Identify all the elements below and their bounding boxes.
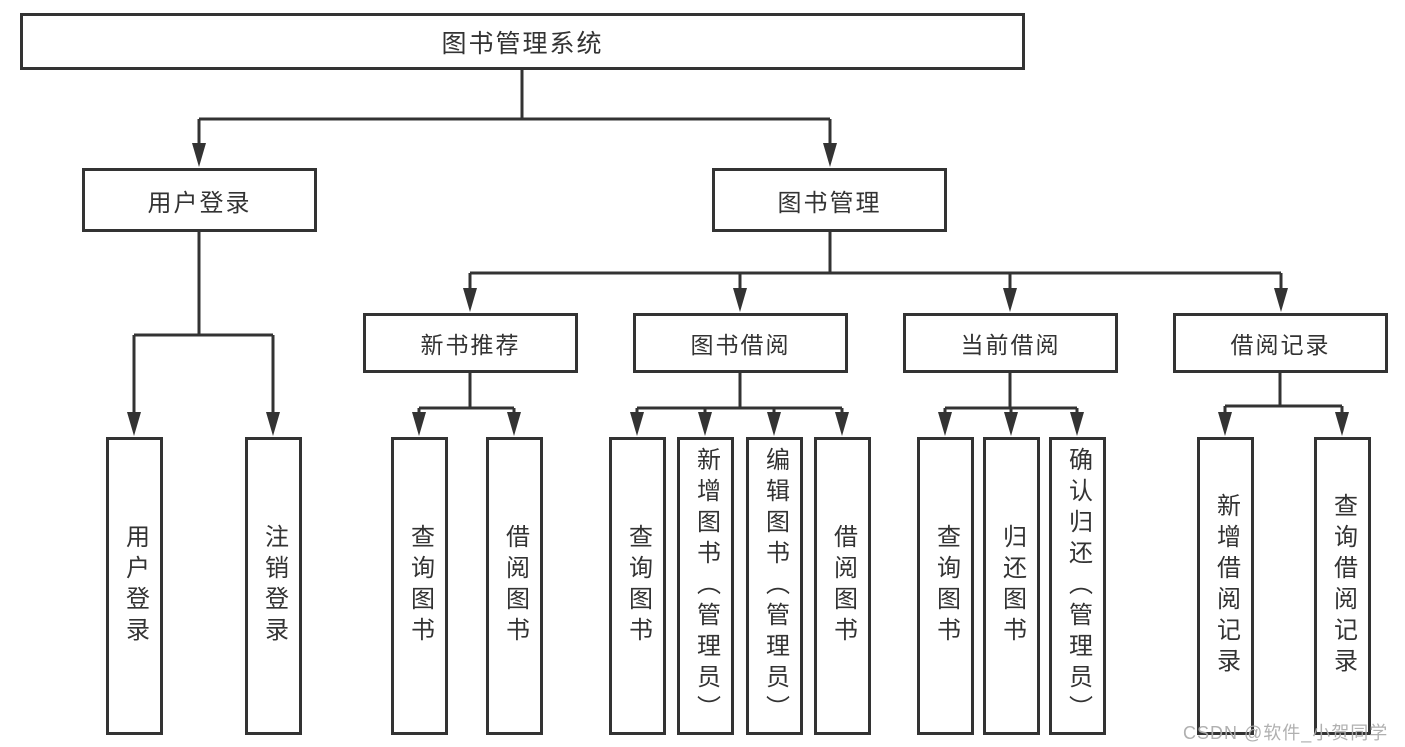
node-library-management-system: 图书管理系统	[20, 13, 1025, 70]
leaf-query-borrow-record: 查询借阅记录	[1314, 437, 1371, 735]
leaf-borrow-books-2: 借阅图书	[814, 437, 871, 735]
node-user-login: 用户登录	[82, 168, 317, 232]
leaf-logout-login: 注销登录	[245, 437, 302, 735]
leaf-borrow-books-1: 借阅图书	[486, 437, 543, 735]
csdn-watermark: CSDN @软件_小贺同学	[1183, 723, 1389, 743]
node-borrow-records: 借阅记录	[1173, 313, 1388, 373]
arrowheads	[127, 143, 1349, 436]
leaf-query-books-2: 查询图书	[609, 437, 666, 735]
leaf-user-login: 用户登录	[106, 437, 163, 735]
node-new-book-recommend: 新书推荐	[363, 313, 578, 373]
node-book-management: 图书管理	[712, 168, 947, 232]
leaf-return-books: 归还图书	[983, 437, 1040, 735]
leaf-confirm-return-admin: 确认归还（管理员）	[1049, 437, 1106, 735]
leaf-query-books-1: 查询图书	[391, 437, 448, 735]
node-book-borrow: 图书借阅	[633, 313, 848, 373]
leaf-add-borrow-record: 新增借阅记录	[1197, 437, 1254, 735]
node-current-borrow: 当前借阅	[903, 313, 1118, 373]
leaf-query-books-3: 查询图书	[917, 437, 974, 735]
leaf-edit-books-admin: 编辑图书（管理员）	[746, 437, 803, 735]
leaf-add-books-admin: 新增图书（管理员）	[677, 437, 734, 735]
